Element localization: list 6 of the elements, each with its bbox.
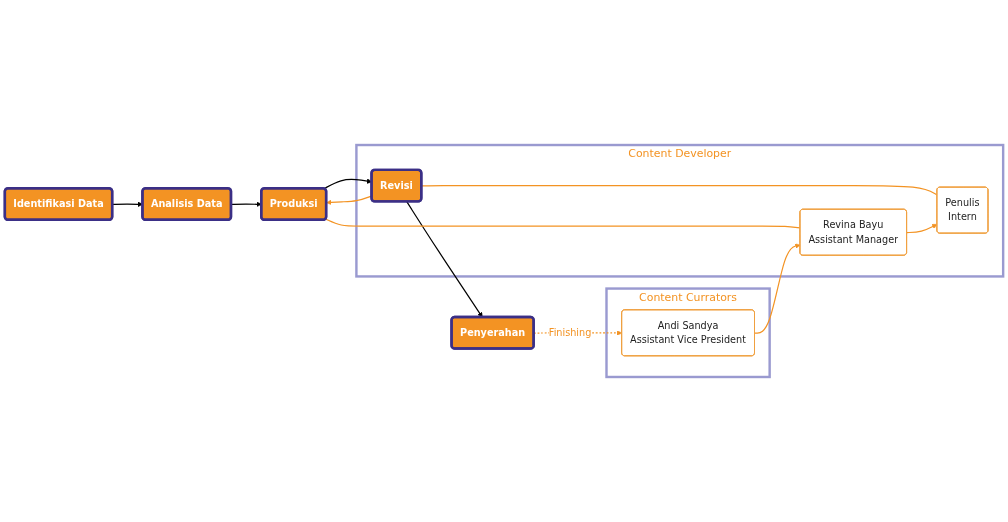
arrow <box>754 243 801 334</box>
edge-label: Finishing <box>548 326 592 339</box>
arrow <box>406 201 483 318</box>
connector <box>325 218 801 229</box>
arrow <box>906 224 938 234</box>
arrow <box>230 201 262 207</box>
